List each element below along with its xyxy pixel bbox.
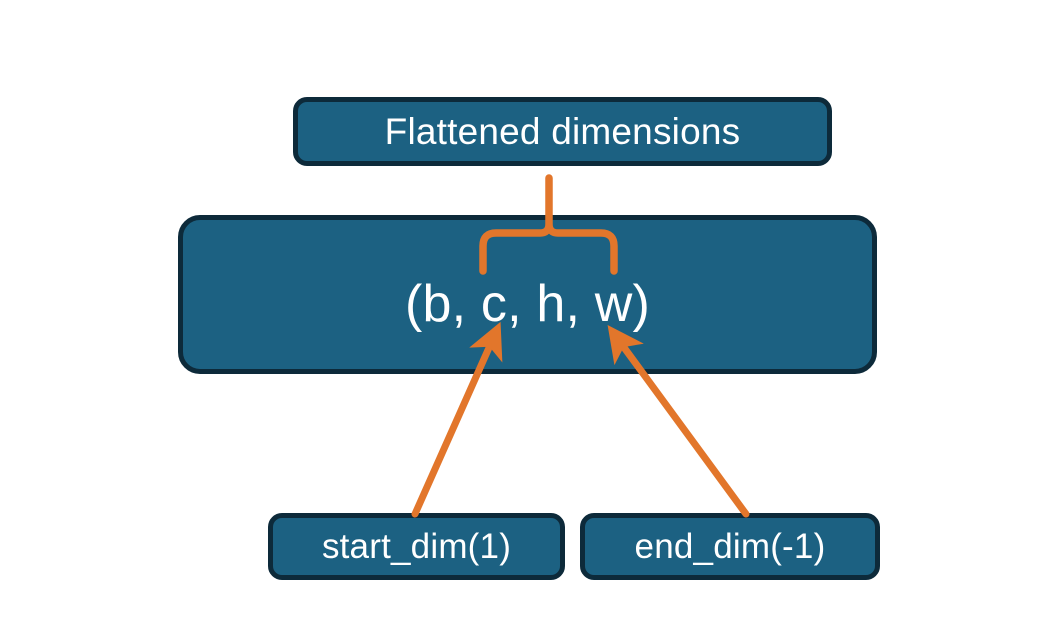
end-dim-box: end_dim(-1) <box>580 513 880 580</box>
start-dim-box: start_dim(1) <box>268 513 565 580</box>
tensor-shape-box: (b, c, h, w) <box>178 215 877 374</box>
start-dim-label: start_dim(1) <box>321 527 512 566</box>
end-dim-label: end_dim(-1) <box>634 527 826 566</box>
flattened-dimensions-label: Flattened dimensions <box>384 111 741 152</box>
tensor-shape-label: (b, c, h, w) <box>404 275 651 333</box>
flattened-dimensions-box: Flattened dimensions <box>293 97 832 166</box>
